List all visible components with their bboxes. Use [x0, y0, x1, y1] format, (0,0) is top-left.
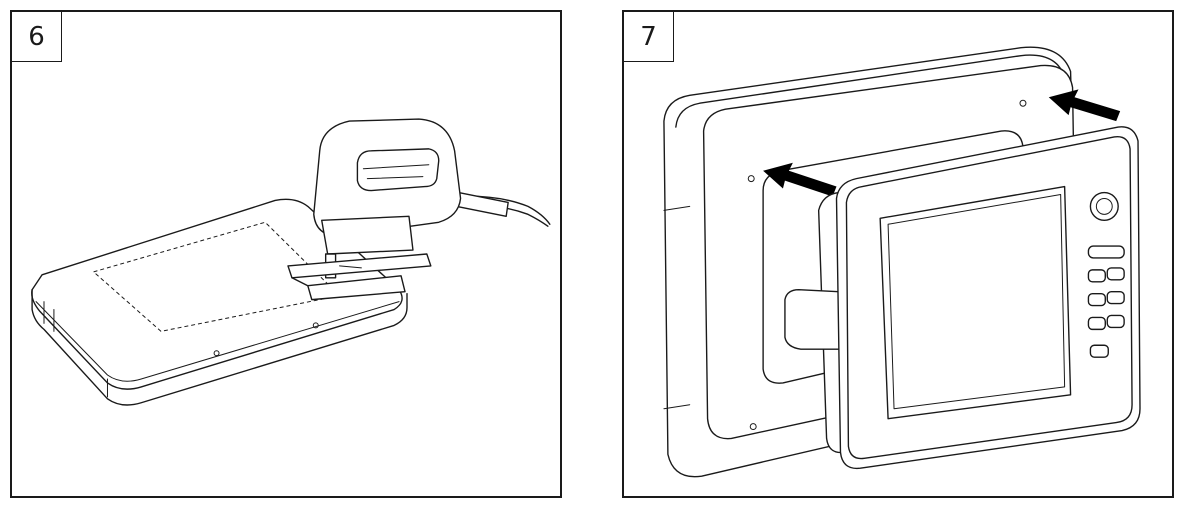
step-number: 7	[624, 12, 674, 62]
cut-line	[92, 221, 341, 332]
arrow-left-icon	[763, 162, 837, 197]
insert-arrows	[763, 89, 1121, 197]
display-mounting-illustration	[663, 46, 1141, 478]
jigsaw-cutting-illustration	[31, 118, 551, 406]
step-number: 6	[12, 12, 62, 62]
display-unit	[784, 126, 1141, 470]
jigsaw	[287, 118, 551, 301]
mounting-surface	[31, 198, 408, 406]
insert-unit-illustration	[624, 12, 1172, 496]
step-6-panel: 6	[10, 10, 562, 498]
cut-mounting-hole-illustration	[12, 12, 560, 496]
step-7-panel: 7	[622, 10, 1174, 498]
arrow-left-icon	[1048, 89, 1121, 122]
